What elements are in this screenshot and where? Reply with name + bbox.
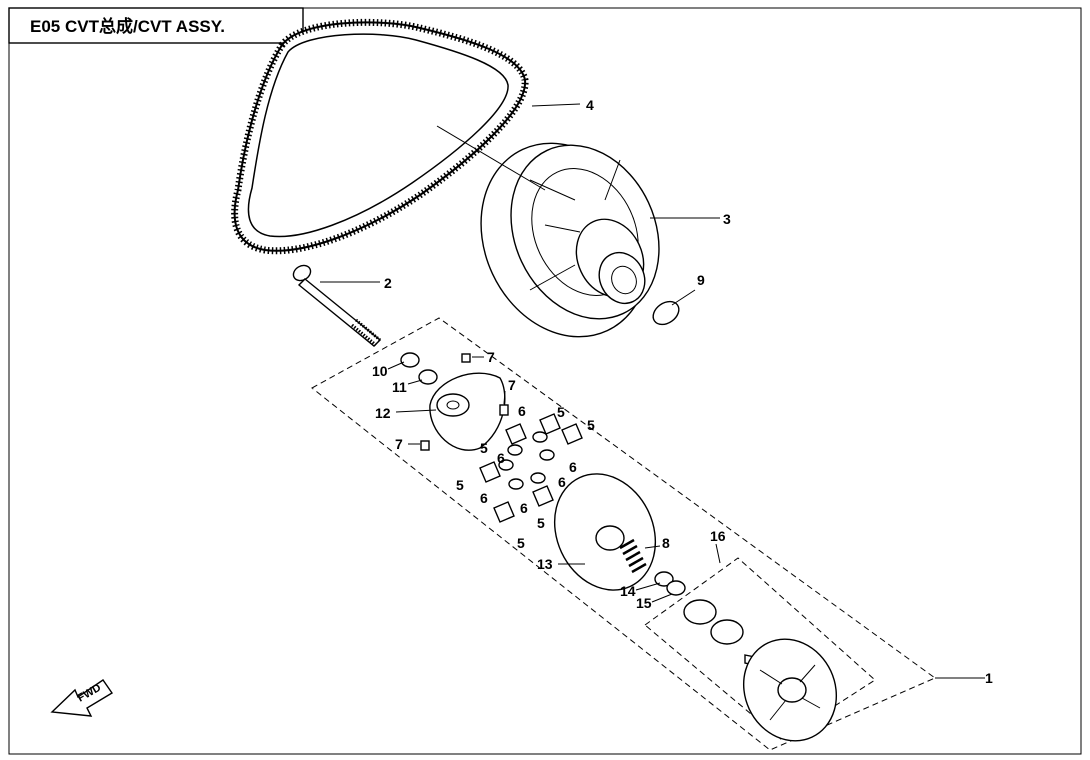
- callout-3: 3: [723, 211, 731, 227]
- slider-7-mid: [499, 404, 509, 416]
- cam-plate: [429, 372, 506, 451]
- roller-weights: [479, 413, 583, 523]
- callout-13: 13: [537, 556, 553, 572]
- title-box: E05 CVT总成/CVT ASSY.: [8, 7, 304, 44]
- callout-5-e: 5: [537, 515, 545, 531]
- o-ring-9: [652, 300, 680, 326]
- driven-pulley: [480, 142, 660, 338]
- callout-6-c: 6: [497, 450, 505, 466]
- drawing-frame: [8, 7, 1082, 755]
- bushing-b: [710, 619, 744, 645]
- callout-5-a: 5: [557, 404, 565, 420]
- callout-15: 15: [636, 595, 652, 611]
- fixed-drive-face: [742, 638, 838, 742]
- callout-5-f: 5: [517, 535, 525, 551]
- leader-lines: [320, 103, 985, 679]
- drive-belt: [231, 18, 529, 255]
- callout-7-mid: 7: [508, 377, 516, 393]
- callout-2: 2: [384, 275, 392, 291]
- callout-11: 11: [392, 379, 407, 395]
- callout-7-top: 7: [487, 349, 495, 365]
- callout-7-left: 7: [395, 436, 403, 452]
- callout-6-a: 6: [518, 403, 526, 419]
- spring: [619, 538, 647, 574]
- slider-7-left: [420, 440, 430, 451]
- callout-16: 16: [710, 528, 726, 544]
- callout-14: 14: [620, 583, 636, 599]
- callout-9: 9: [697, 272, 705, 288]
- bushing-a: [683, 599, 717, 625]
- ring-11: [418, 369, 438, 385]
- callout-5-c: 5: [480, 440, 488, 456]
- callout-6-d: 6: [558, 474, 566, 490]
- washer-15: [666, 580, 686, 596]
- callout-10: 10: [372, 363, 388, 379]
- movable-drive-face: [553, 473, 657, 591]
- callout-4: 4: [586, 97, 594, 113]
- washer-14: [654, 571, 674, 587]
- callouts: 1 2 3 4 9 7 7 7 10 11 12 5 5 5 5 5 5 6 6…: [372, 97, 993, 686]
- callout-6-e: 6: [480, 490, 488, 506]
- callout-8: 8: [662, 535, 670, 551]
- callout-6-f: 6: [520, 500, 528, 516]
- diagram-title: E05 CVT总成/CVT ASSY.: [30, 16, 225, 36]
- fwd-arrow: FWD: [50, 679, 114, 717]
- callout-1: 1: [985, 670, 993, 686]
- slider-7-top: [461, 353, 471, 363]
- callout-6-b: 6: [569, 459, 577, 475]
- washer-10: [400, 352, 420, 368]
- callout-5-d: 5: [456, 477, 464, 493]
- assembly-outline: [311, 317, 937, 751]
- callout-5-b: 5: [587, 417, 595, 433]
- bolt: [292, 264, 382, 347]
- callout-12: 12: [375, 405, 391, 421]
